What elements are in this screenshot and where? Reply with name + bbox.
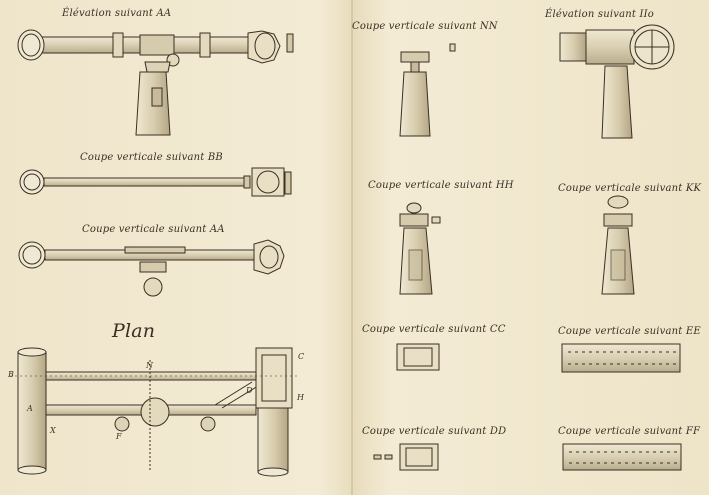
caption-coupe-bb: Coupe verticale suivant BB — [80, 152, 223, 163]
coupe-nn-figure — [399, 43, 456, 137]
caption-coupe-kk: Coupe verticale suivant KK — [558, 183, 702, 194]
plan-letter-f: F — [116, 432, 122, 441]
coupe-ff-figure — [562, 443, 682, 471]
coupe-cc-figure — [396, 343, 440, 371]
caption-coupe-ee: Coupe verticale suivant EE — [558, 326, 701, 337]
elevation-aa-figure — [17, 29, 294, 136]
coupe-hh-figure — [399, 202, 441, 295]
caption-coupe-cc: Coupe verticale suivant CC — [362, 324, 506, 335]
coupe-dd-figure — [373, 443, 439, 471]
caption-plan: Plan — [112, 320, 156, 342]
coupe-ee-figure — [561, 343, 681, 373]
plan-letter-a: A — [27, 404, 33, 413]
plan-letter-x: X — [50, 426, 56, 435]
caption-elevation-aa: Élévation suivant AA — [62, 8, 172, 19]
coupe-aa-figure — [18, 239, 285, 297]
caption-coupe-nn: Coupe verticale suivant NN — [352, 21, 498, 32]
plan-letter-h: H — [297, 393, 305, 402]
plan-figure — [10, 347, 300, 477]
plan-letter-n: N — [146, 361, 154, 370]
caption-elevation-ii: Élévation suivant IIo — [545, 9, 655, 20]
coupe-bb-figure — [19, 167, 292, 197]
plan-letter-c: C — [298, 352, 305, 361]
caption-coupe-dd: Coupe verticale suivant DD — [362, 426, 507, 437]
caption-coupe-hh: Coupe verticale suivant HH — [368, 180, 514, 191]
caption-coupe-ff: Coupe verticale suivant FF — [558, 426, 701, 437]
plan-letter-b: B — [8, 370, 15, 379]
caption-coupe-aa: Coupe verticale suivant AA — [82, 224, 225, 235]
elevation-ii-figure — [559, 24, 675, 139]
plan-letter-d: D — [246, 386, 253, 395]
coupe-kk-figure — [601, 195, 635, 295]
